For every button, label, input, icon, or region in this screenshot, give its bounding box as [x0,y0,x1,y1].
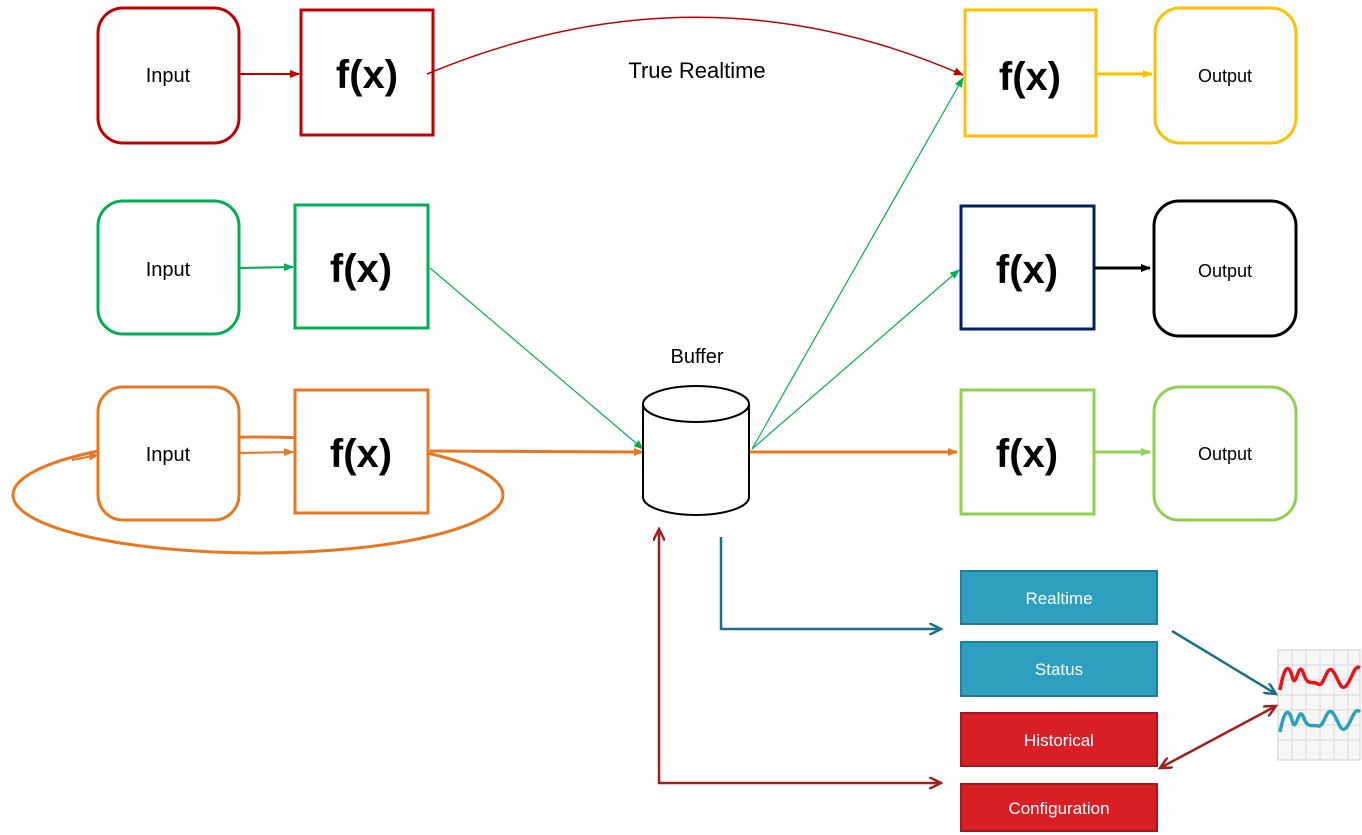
function-label-output-bottom: f(x) [996,432,1058,476]
arrow-buffer-to-navy-fx [751,269,960,450]
function-label-output-middle: f(x) [996,248,1058,292]
arrow-realtime-to-chart [1171,629,1276,694]
realtime-button-label: Realtime [1025,589,1092,608]
configuration-button[interactable]: Configuration [960,783,1158,832]
function-label-middle: f(x) [330,247,392,291]
output-box-bottom [1152,385,1298,522]
function-label-output-top: f(x) [999,55,1061,99]
arrow-historical-chart [1160,706,1276,768]
arrow-buffer-configuration [659,529,941,783]
output-box-middle [1152,199,1298,338]
arrow-input-to-fx-bottom [238,448,294,457]
status-button-label: Status [1035,660,1083,679]
chart-icon [1277,649,1362,761]
function-label-top: f(x) [336,53,398,97]
buffer-icon [642,385,750,516]
configuration-button-label: Configuration [1008,799,1109,818]
output-label-middle: Output [1198,261,1252,281]
input-box-bottom [96,385,241,522]
arrow-fx-middle-to-buffer [429,267,644,450]
arrow-fx-bottom-to-buffer [429,447,644,456]
output-label-bottom: Output [1198,444,1252,464]
true-realtime-arrow [426,16,964,76]
status-button[interactable]: Status [960,641,1158,697]
arrow-loop-to-input [71,452,99,461]
input-label-top: Input [146,65,191,87]
input-box-top [96,6,241,145]
realtime-button[interactable]: Realtime [960,570,1158,625]
historical-button[interactable]: Historical [960,712,1158,767]
feedback-loop [11,435,505,555]
arrow-buffer-to-realtime [719,537,941,629]
buffer-label: Buffer [671,346,724,368]
function-label-bottom: f(x) [330,432,392,476]
function-box-middle [293,203,430,330]
arrow-input-to-fx-middle [238,263,294,272]
output-box-top [1153,6,1298,145]
function-box-output-middle [959,204,1096,331]
function-box-top [299,8,435,137]
historical-button-label: Historical [1024,731,1094,750]
input-label-middle: Input [146,259,191,281]
function-box-bottom [293,388,430,515]
true-realtime-label: True Realtime [628,58,765,83]
output-label-top: Output [1198,66,1252,86]
arrow-buffer-to-yellow-fx [751,77,964,450]
function-box-output-top [963,8,1098,138]
input-label-bottom: Input [146,444,191,466]
